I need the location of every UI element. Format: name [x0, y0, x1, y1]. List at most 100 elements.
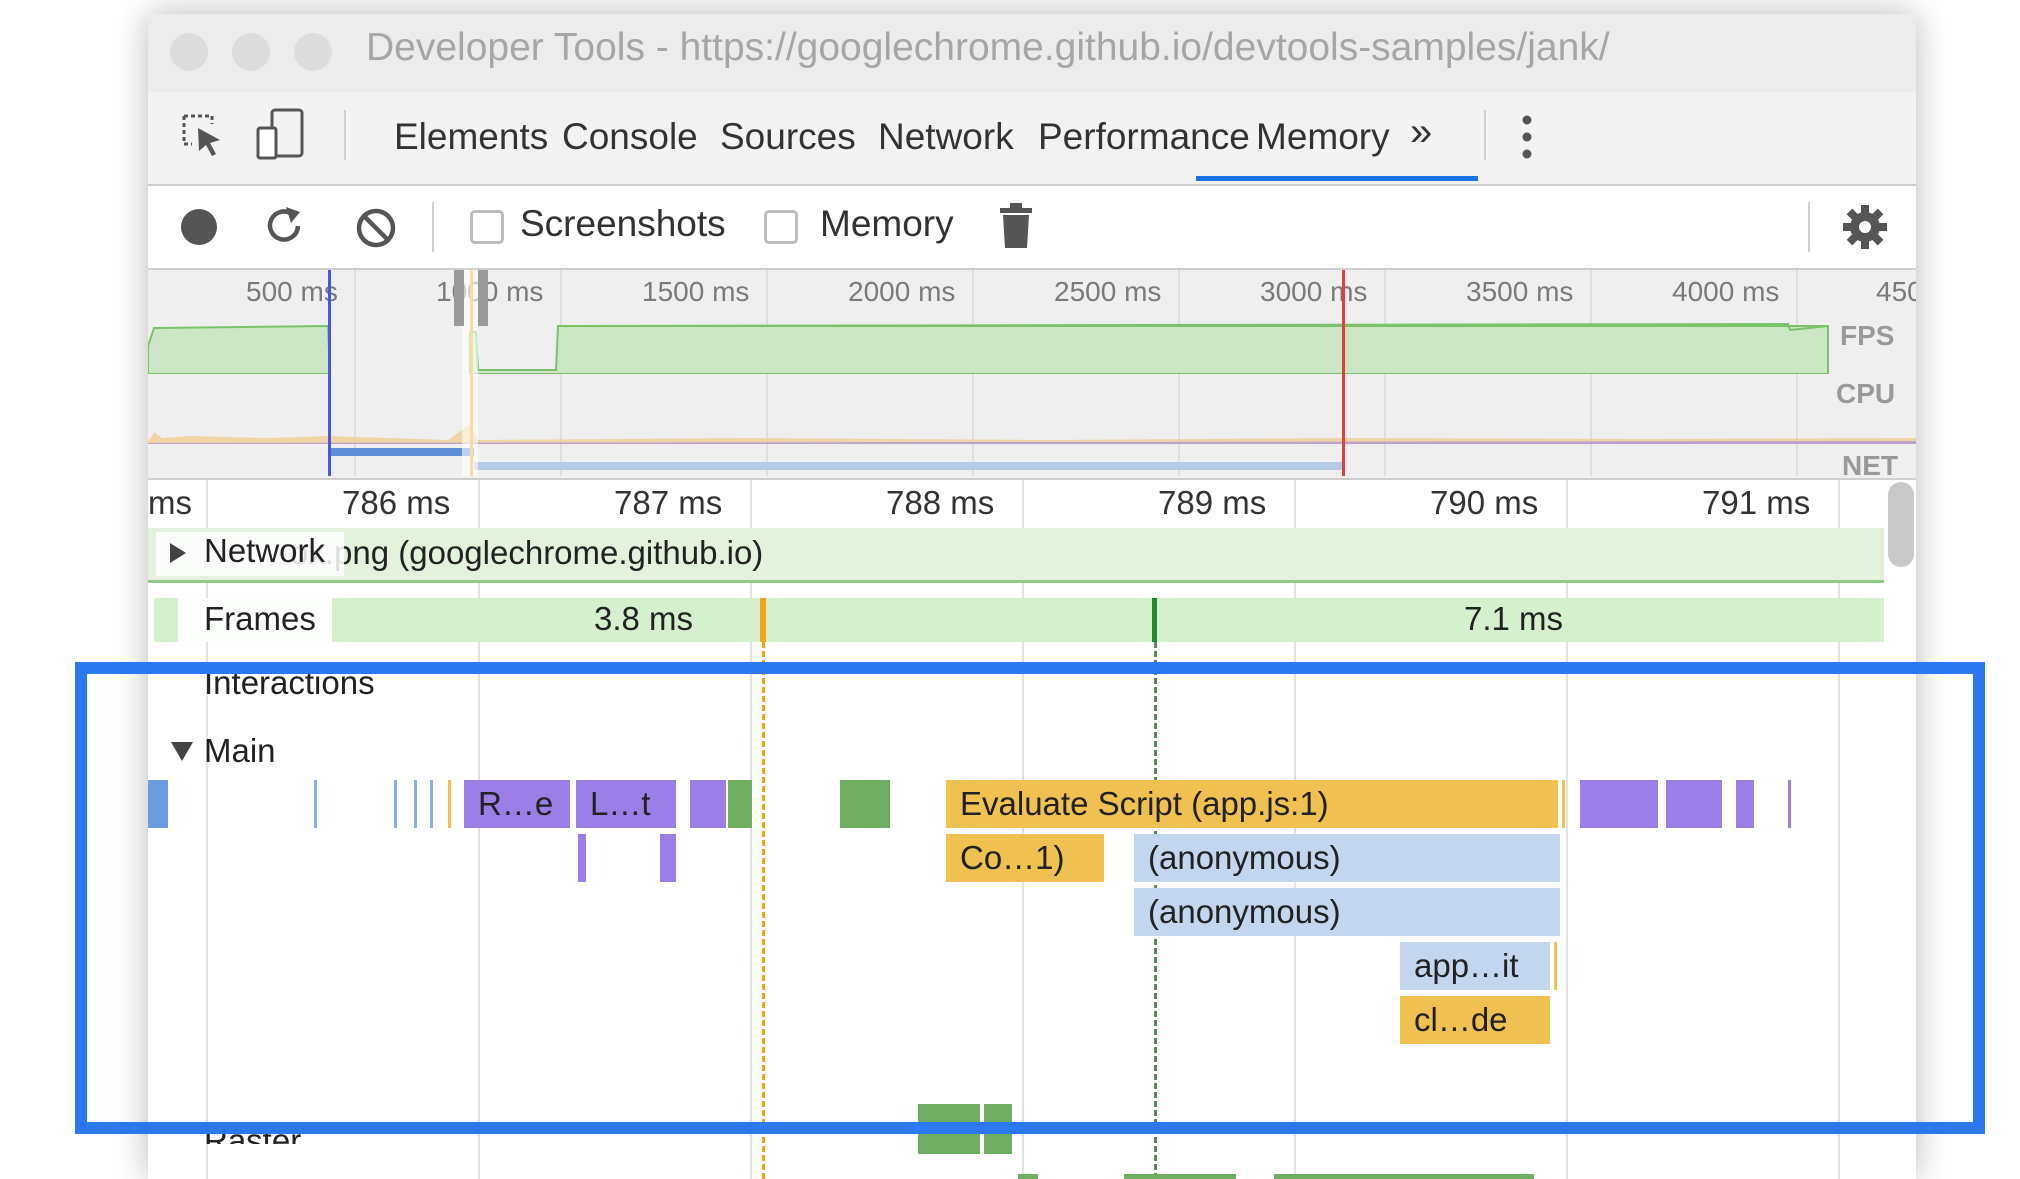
minimize-window-button[interactable] — [232, 33, 270, 71]
tab-console[interactable]: Console — [562, 116, 698, 157]
frames-bar[interactable] — [154, 598, 1884, 642]
paint-event[interactable] — [840, 780, 890, 828]
toolbar-separator — [1808, 202, 1810, 252]
flame-event[interactable] — [314, 780, 317, 828]
tab-separator — [344, 110, 346, 160]
inspect-element-icon[interactable] — [178, 110, 228, 160]
flame-event[interactable] — [430, 780, 433, 828]
flame-event[interactable] — [578, 834, 586, 882]
tab-sources[interactable]: Sources — [720, 116, 856, 157]
class-decode-event[interactable]: cl…de — [1400, 996, 1550, 1044]
flame-event[interactable] — [448, 780, 451, 828]
flame-event[interactable] — [1580, 780, 1658, 828]
raster-event[interactable] — [1274, 1174, 1534, 1179]
ruler-label: 789 ms — [1158, 484, 1267, 521]
overview-tick: 1500 ms — [642, 276, 750, 307]
settings-gear-icon[interactable] — [1842, 204, 1888, 250]
overview-tick: 500 ms — [246, 276, 338, 307]
anonymous-function-event[interactable]: (anonymous) — [1134, 888, 1560, 936]
layout-event[interactable]: L…t — [576, 780, 676, 828]
tab-performance[interactable]: Performance — [1038, 116, 1250, 157]
close-window-button[interactable] — [170, 33, 208, 71]
kebab-menu-icon[interactable] — [1520, 114, 1534, 160]
flame-event[interactable] — [1666, 780, 1722, 828]
net-bar — [328, 448, 474, 456]
first-paint-line — [762, 642, 765, 1179]
maximize-window-button[interactable] — [294, 33, 332, 71]
network-request-bar[interactable] — [148, 528, 1884, 583]
net-label: NET — [1842, 450, 1898, 481]
collapse-triangle-icon[interactable] — [170, 740, 194, 762]
flame-event[interactable] — [148, 780, 168, 828]
ruler-label: 791 ms — [1702, 484, 1811, 521]
timeline-overview[interactable] — [148, 270, 1916, 480]
flame-event[interactable] — [660, 834, 676, 882]
cpu-label: CPU — [1836, 378, 1896, 409]
reload-icon[interactable] — [262, 204, 308, 250]
ruler-gridline — [478, 480, 480, 1179]
net-bar — [474, 462, 1342, 470]
paint-event[interactable] — [728, 780, 752, 828]
evaluate-script-event[interactable]: Evaluate Script (app.js:1) — [946, 780, 1558, 828]
ruler-gridline — [206, 480, 208, 1179]
network-request-label: ox.png (googlechrome.github.io) — [290, 534, 764, 571]
overview-selection[interactable] — [462, 270, 478, 476]
main-thread-highlight-box — [75, 662, 1985, 1134]
recalculate-style-event[interactable]: R…e — [464, 780, 570, 828]
tab-memory[interactable]: Memory — [1256, 116, 1390, 157]
overview-gridline — [354, 270, 356, 476]
raster-event[interactable] — [1124, 1174, 1236, 1179]
flame-event[interactable] — [1736, 780, 1754, 828]
memory-label: Memory — [820, 203, 954, 244]
flame-event[interactable] — [1554, 942, 1557, 990]
flamechart-scrollbar[interactable] — [1888, 482, 1914, 567]
raster-event[interactable] — [1018, 1174, 1038, 1179]
ruler-gridline — [1294, 480, 1296, 1179]
ruler-gridline — [1566, 480, 1568, 1179]
screenshots-checkbox[interactable] — [470, 210, 504, 244]
flame-event[interactable] — [394, 780, 397, 828]
tab-network[interactable]: Network — [878, 116, 1014, 157]
selection-handle-left[interactable] — [454, 270, 464, 326]
anonymous-function-event[interactable]: (anonymous) — [1134, 834, 1560, 882]
main-track-label: Main — [204, 732, 276, 769]
overview-tick: 1000 ms — [436, 276, 544, 307]
overview-tick: 4000 ms — [1672, 276, 1780, 307]
frame-duration-label: 7.1 ms — [1464, 600, 1564, 637]
overview-tick: 450 — [1876, 276, 1916, 307]
clear-icon[interactable] — [354, 206, 398, 250]
record-icon[interactable] — [178, 206, 220, 248]
overview-tick: 3500 ms — [1466, 276, 1574, 307]
trash-icon[interactable] — [998, 202, 1034, 250]
flame-event[interactable] — [1788, 780, 1791, 828]
flame-event[interactable] — [1562, 780, 1565, 828]
ruler-label: ms — [148, 484, 192, 521]
overview-tick: 3000 ms — [1260, 276, 1368, 307]
device-toolbar-icon[interactable] — [254, 106, 308, 162]
flame-event[interactable] — [414, 780, 417, 828]
ruler-gridline — [1838, 480, 1840, 1179]
more-tabs-button[interactable]: » — [1410, 110, 1433, 154]
app-init-event[interactable]: app…it — [1400, 942, 1550, 990]
ruler-gridline — [750, 480, 752, 1179]
load-marker — [1342, 270, 1345, 476]
frame-duration-label: 3.8 ms — [594, 600, 694, 637]
ruler-label: 786 ms — [342, 484, 451, 521]
expand-triangle-icon[interactable] — [168, 542, 188, 564]
tab-separator — [1484, 110, 1486, 160]
screenshots-label: Screenshots — [520, 203, 726, 244]
selection-handle-right[interactable] — [478, 270, 488, 326]
frames-track-label: Frames — [204, 600, 316, 637]
tab-elements[interactable]: Elements — [394, 116, 549, 157]
ruler-label: 787 ms — [614, 484, 723, 521]
compile-script-event[interactable]: Co…1) — [946, 834, 1104, 882]
title-bar: Developer Tools - https://googlechrome.g… — [148, 14, 1916, 92]
frame-marker — [1152, 598, 1157, 642]
overview-tick: 2500 ms — [1054, 276, 1162, 307]
memory-checkbox[interactable] — [764, 210, 798, 244]
flame-event[interactable] — [690, 780, 726, 828]
frame-marker — [760, 598, 766, 642]
active-tab-indicator — [1196, 176, 1478, 181]
network-track-header[interactable] — [156, 532, 344, 576]
frames-track-header — [178, 598, 332, 642]
